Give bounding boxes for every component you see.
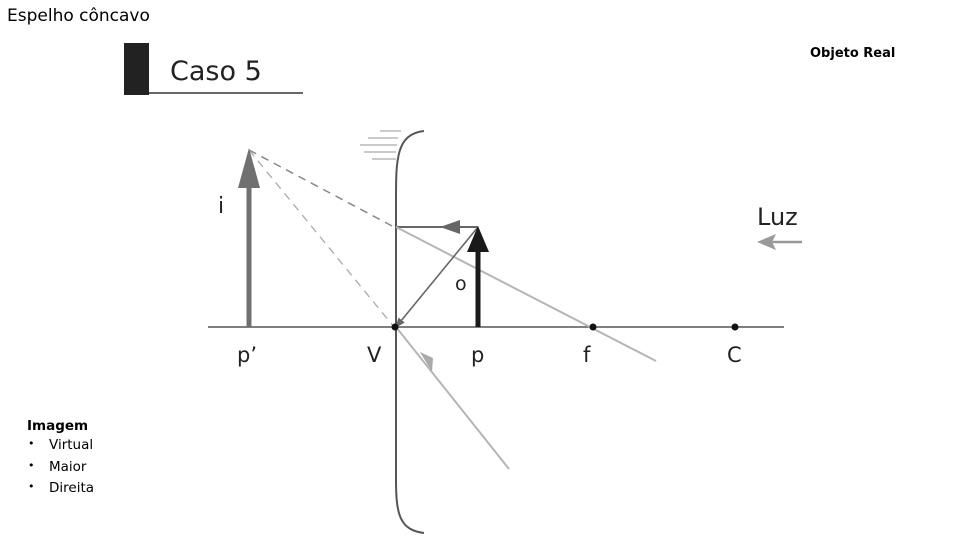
object-arrowhead — [467, 226, 489, 252]
image-arrowhead — [238, 148, 260, 188]
object-type-label: Objeto Real — [810, 46, 896, 61]
image-properties-heading: Imagem — [27, 418, 89, 434]
reflected-ray-through-focus — [395, 226, 657, 362]
image-property-item: Maior — [27, 459, 94, 481]
light-direction-arrowhead — [757, 234, 776, 250]
virtual-ray-extension — [248, 149, 395, 328]
image-properties: Imagem Virtual Maior Direita — [27, 418, 94, 502]
image-property-item: Direita — [27, 480, 94, 502]
vertex-point — [391, 323, 399, 331]
axis-label-vertex: V — [367, 343, 382, 367]
concave-mirror — [395, 130, 425, 534]
virtual-ray-extension — [248, 149, 395, 228]
focus-point — [589, 323, 597, 331]
ray-arrowhead — [420, 352, 433, 372]
axis-label-object-position: p — [471, 343, 484, 367]
image-property-item: Virtual — [27, 437, 94, 459]
object-label: o — [455, 273, 467, 295]
case-marker-block — [124, 43, 149, 95]
incident-ray-to-vertex — [395, 226, 479, 328]
ray-arrowhead — [440, 220, 460, 234]
image-label: i — [218, 194, 224, 219]
mirror-hatching — [360, 130, 401, 160]
light-label: Luz — [757, 203, 798, 231]
center-point — [731, 323, 739, 331]
case-label: Caso 5 — [170, 56, 262, 87]
axis-label-image-position: p’ — [237, 343, 257, 367]
reflected-ray-from-vertex — [395, 326, 510, 470]
image-properties-list: Virtual Maior Direita — [27, 437, 94, 502]
axis-label-center: C — [727, 343, 742, 367]
axis-label-focus: f — [583, 343, 591, 367]
slide-title: Espelho côncavo — [7, 6, 150, 26]
